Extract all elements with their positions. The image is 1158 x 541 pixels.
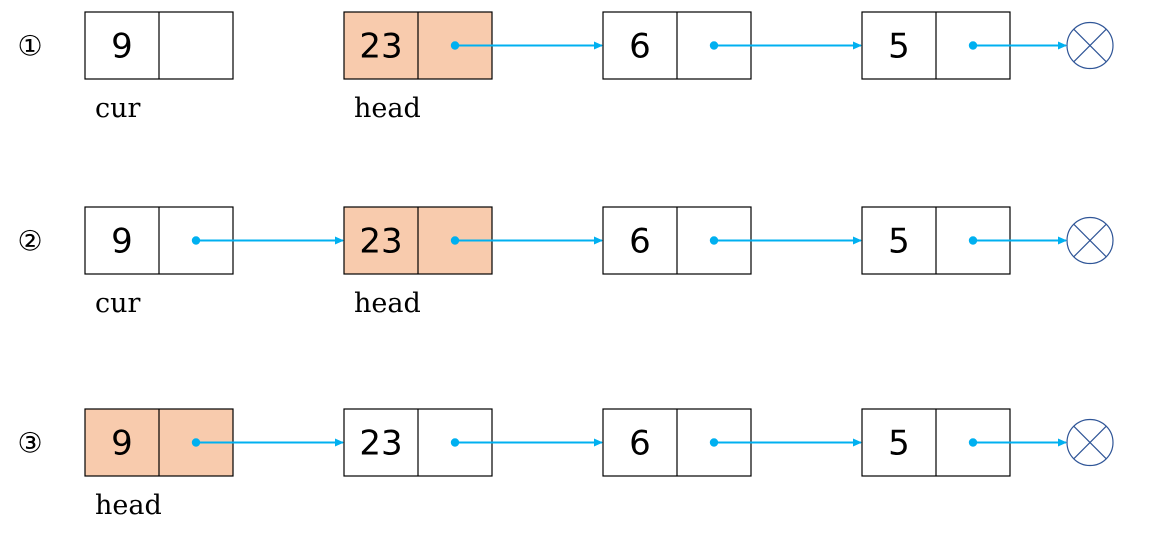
null-circle-cross-icon (1066, 216, 1114, 265)
list-node: 9 cur (84, 206, 344, 319)
step-number: ② (17, 225, 42, 258)
pointer-label-head: head (95, 490, 162, 521)
node-value: 9 (111, 27, 133, 67)
list-node: 23 head (343, 206, 603, 319)
list-node: 9 head (84, 408, 344, 521)
list-row-2: ② 9 cur 23 head 6 5 (17, 206, 1114, 319)
list-node: 6 (602, 206, 862, 275)
node-value: 6 (629, 27, 651, 67)
node-value: 23 (359, 222, 402, 262)
list-node: 6 (602, 11, 862, 80)
list-node: 23 head (343, 11, 603, 124)
node-value: 5 (888, 424, 910, 464)
list-node: 9 cur (84, 11, 234, 124)
node-value: 6 (629, 222, 651, 262)
list-node: 6 (602, 408, 862, 477)
null-circle-cross-icon (1066, 418, 1114, 467)
pointer-label-cur: cur (95, 288, 141, 319)
node-value: 5 (888, 222, 910, 262)
step-number: ① (17, 30, 42, 63)
null-circle-cross-icon (1066, 21, 1114, 70)
node-value: 23 (359, 27, 402, 67)
node-value: 9 (111, 222, 133, 262)
node-value: 6 (629, 424, 651, 464)
step-number: ③ (17, 427, 42, 460)
list-node: 23 (343, 408, 603, 477)
list-row-1: ① 9 cur 23 head 6 5 (17, 11, 1114, 124)
node-value: 23 (359, 424, 402, 464)
pointer-label-head: head (354, 288, 421, 319)
node-value: 5 (888, 27, 910, 67)
list-node: 5 (861, 11, 1067, 80)
list-node: 5 (861, 408, 1067, 477)
pointer-label-cur: cur (95, 93, 141, 124)
list-node: 5 (861, 206, 1067, 275)
node-value: 9 (111, 424, 133, 464)
pointer-label-head: head (354, 93, 421, 124)
list-row-3: ③ 9 head 23 6 5 (17, 408, 1114, 521)
